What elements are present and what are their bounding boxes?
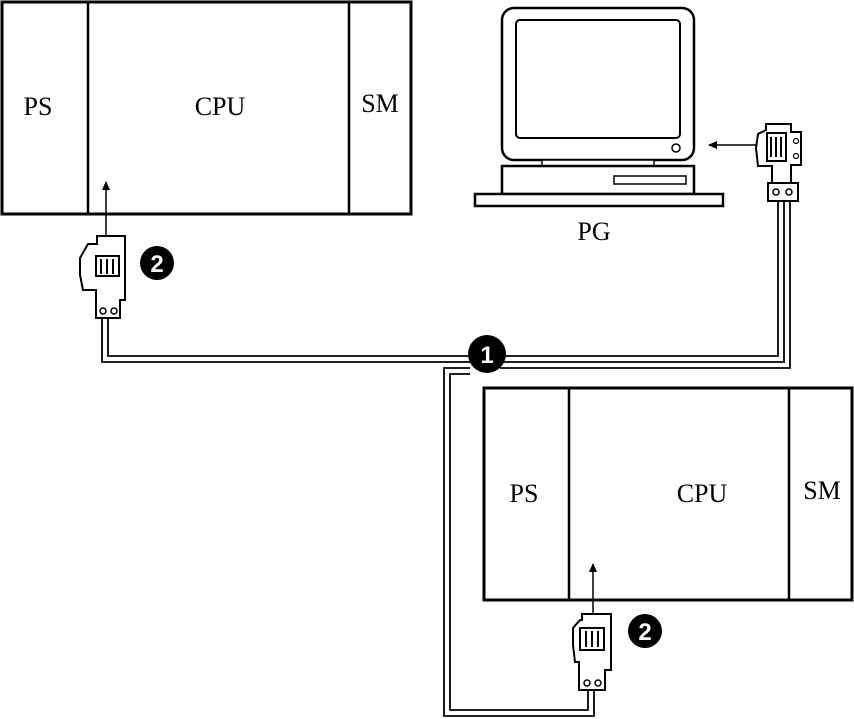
pg-label: PG <box>577 217 610 246</box>
profibus-cable <box>101 201 791 717</box>
ps-module-label: PS <box>510 479 539 508</box>
bus-connector-top-icon <box>79 235 126 319</box>
plc-rack-bottom: PS CPU SM <box>482 386 854 602</box>
plc-rack-top: PS CPU SM <box>0 0 413 216</box>
cpu-module-label: CPU <box>195 92 246 121</box>
bus-connector-pg-icon <box>754 123 802 202</box>
cpu-module-label: CPU <box>677 479 728 508</box>
marker-connector-bottom: 2 <box>628 614 662 648</box>
pg-computer-icon <box>473 6 725 208</box>
bus-connector-bottom-icon <box>572 613 612 691</box>
marker-connector-bottom-number: 2 <box>638 619 651 646</box>
marker-bus-cable: 1 <box>468 335 506 373</box>
sm-module-label: SM <box>361 89 399 118</box>
marker-connector-top: 2 <box>140 246 174 280</box>
marker-bus-cable-number: 1 <box>480 342 493 369</box>
ps-module-label: PS <box>24 92 53 121</box>
sm-module-label: SM <box>803 476 841 505</box>
marker-connector-top-number: 2 <box>150 251 163 278</box>
